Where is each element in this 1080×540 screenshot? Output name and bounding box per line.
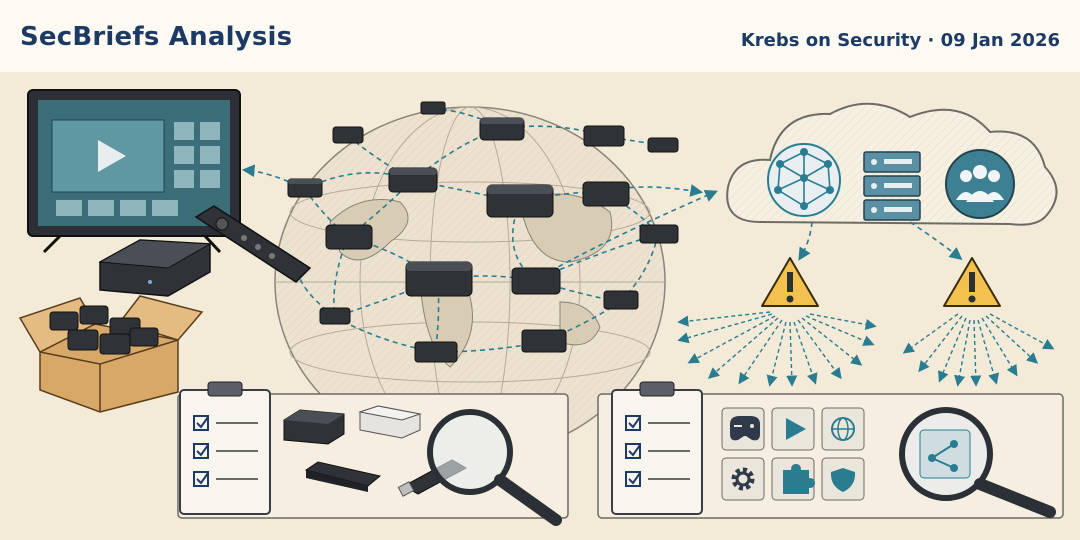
network-node-icon [647, 137, 679, 153]
network-node-icon [479, 117, 525, 141]
network-node-icon [521, 329, 567, 353]
attack-burst-right [902, 313, 1055, 387]
gear-icon [731, 467, 755, 491]
cloud-links [798, 221, 963, 261]
network-node-icon [287, 178, 323, 198]
publish-date: 09 Jan 2026 [940, 30, 1060, 51]
share-icon [919, 429, 971, 479]
warning-icon [943, 257, 1001, 307]
network-sphere-icon [767, 143, 841, 217]
streaming-box-icon [358, 405, 422, 439]
server-rack-icon [863, 151, 921, 221]
illustration [0, 72, 1080, 540]
inspection-panel-apps [597, 381, 1064, 519]
streaming-box-icon [283, 409, 345, 445]
network-nodes [287, 101, 679, 363]
usb-stick-icon [304, 461, 382, 492]
illustration-canvas [18, 89, 1064, 526]
tv-icon [27, 89, 241, 254]
network-node-icon [388, 167, 438, 193]
network-node-icon [332, 126, 364, 144]
network-node-icon [639, 224, 679, 244]
shield-icon [830, 468, 856, 492]
streaming-box-icon [98, 239, 212, 297]
play-icon [786, 418, 806, 440]
magnifier-icon [899, 407, 1056, 518]
globe-icon [831, 417, 855, 441]
magnifier-icon [427, 409, 562, 526]
network-node-icon [583, 125, 625, 147]
clipboard-checklist-icon [179, 381, 271, 515]
clipboard-checklist-icon [611, 381, 703, 515]
network-node-icon [582, 181, 630, 207]
network-node-icon [325, 224, 373, 250]
network-node-icon [405, 261, 473, 297]
attack-burst-left [677, 311, 877, 387]
network-node-icon [603, 290, 639, 310]
network-node-icon [414, 341, 458, 363]
gamepad-icon [730, 416, 760, 441]
inspection-panel-devices [177, 381, 569, 526]
people-group-icon [945, 149, 1015, 219]
source-separator: · [927, 30, 935, 51]
network-node-icon [511, 267, 561, 295]
remote-icon [194, 205, 312, 283]
source-line: Krebs on Security · 09 Jan 2026 [741, 30, 1060, 51]
box-of-devices-icon [18, 295, 204, 413]
puzzle-icon [783, 464, 815, 494]
warning-icon [761, 257, 819, 307]
header-bar: SecBriefs Analysis Krebs on Security · 0… [0, 0, 1080, 72]
network-node-icon [486, 184, 554, 218]
source-name: Krebs on Security [740, 30, 922, 51]
play-icon [98, 140, 126, 172]
brand-title: SecBriefs Analysis [20, 22, 293, 52]
network-node-icon [420, 101, 446, 115]
network-node-icon [319, 307, 351, 325]
